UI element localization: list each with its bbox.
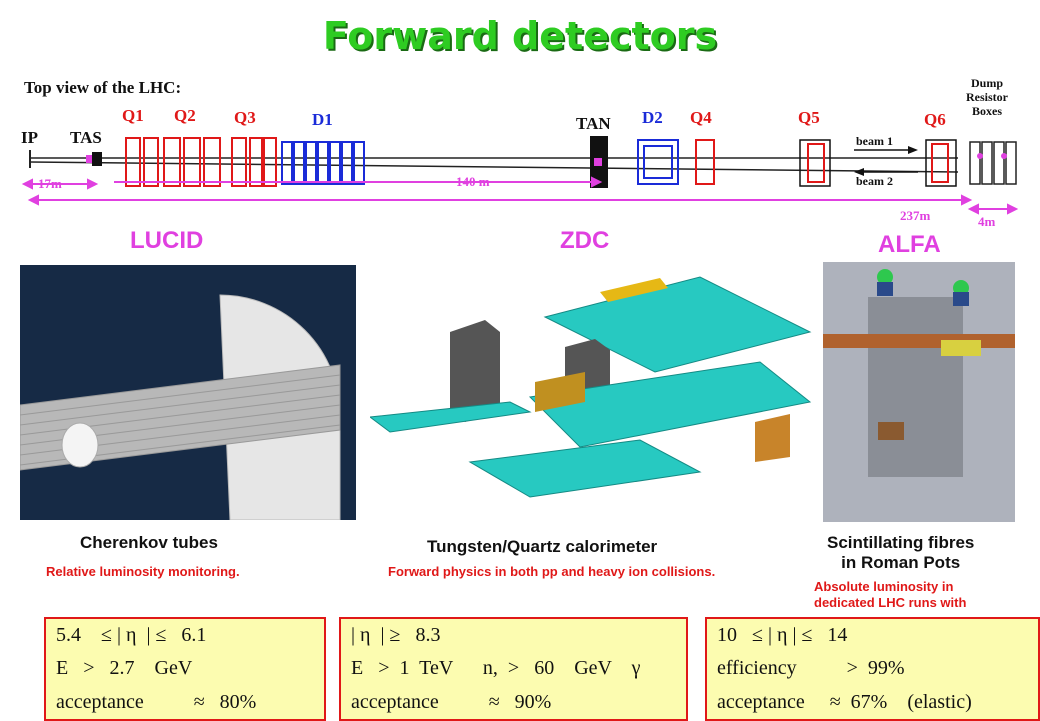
zdc-caption: Tungsten/Quartz calorimeter: [427, 537, 658, 556]
distance-17m: 17m: [38, 176, 62, 191]
page-title: Forward detectors: [322, 14, 718, 58]
q5-housing: [799, 139, 831, 187]
q6-label: Q6: [924, 110, 946, 129]
lhc-schematic-drawing: [21, 136, 1019, 215]
alfa-label: ALFA: [878, 231, 941, 258]
q5-quadrupole: [807, 143, 825, 183]
lucid-eta-range: 5.4 ≤ | η | ≤ 6.1: [56, 624, 207, 646]
q4-label: Q4: [690, 108, 712, 127]
lucid-caption: Cherenkov tubes: [80, 533, 218, 552]
tas-marker: [86, 155, 92, 163]
d1-dipoles: [281, 141, 365, 185]
beam-line-2: [29, 161, 959, 173]
alfa-acceptance: acceptance ≈ 67% (elastic): [717, 691, 972, 713]
d2-dipole: [637, 139, 679, 185]
lucid-subcaption: Relative luminosity monitoring.: [46, 564, 240, 579]
alfa-formula-box: 10 ≤ | η | ≤ 14 efficiency > 99% accepta…: [705, 617, 1040, 721]
alfa-subcaption: Absolute luminosity in dedicated LHC run…: [814, 579, 967, 610]
lucid-energy: E > 2.7 GeV: [56, 657, 193, 679]
d2-label: D2: [642, 108, 663, 127]
q3-label: Q3: [234, 108, 256, 127]
q2-label: Q2: [174, 106, 196, 125]
distance-237m: 237m: [900, 208, 931, 223]
zdc-formula-box: | η | ≥ 8.3 E > 1 TeV n, > 60 GeV γ acce…: [339, 617, 688, 721]
lucid-acceptance: acceptance ≈ 80%: [56, 691, 257, 713]
distance-4m: 4m: [978, 214, 996, 229]
distance-140m: 140 m: [456, 174, 490, 189]
alfa-caption: Scintillating fibres in Roman Pots: [827, 533, 975, 572]
tan-marker: [594, 158, 602, 166]
dump-resistor-boxes: [969, 141, 1017, 185]
q1-label: Q1: [122, 106, 144, 125]
lhc-schematic: Top view of the LHC: IP TAS Q1 Q2 Q3 D1 …: [18, 72, 1028, 262]
zdc-energy: E > 1 TeV n, > 60 GeV γ: [351, 657, 641, 679]
alfa-eta-range: 10 ≤ | η | ≤ 14: [717, 624, 848, 646]
zdc-image: [370, 262, 820, 517]
dump-label: Dump Resistor Boxes: [966, 76, 1008, 118]
alfa-image: [823, 262, 1015, 522]
lucid-label: LUCID: [130, 227, 204, 254]
tan-label: TAN: [576, 114, 611, 133]
alfa-efficiency: efficiency > 99%: [717, 657, 905, 679]
lucid-image: [20, 265, 356, 520]
triplet-quadrupoles: [125, 137, 277, 187]
zdc-subcaption: Forward physics in both pp and heavy ion…: [388, 564, 716, 579]
lucid-formula-box: 5.4 ≤ | η | ≤ 6.1 E > 2.7 GeV acceptance…: [44, 617, 326, 721]
tas-absorber: [92, 152, 102, 166]
schematic-heading: Top view of the LHC:: [24, 78, 182, 97]
ip-label: IP: [21, 128, 38, 147]
beam1-label: beam 1: [856, 134, 893, 148]
zdc-acceptance: acceptance ≈ 90%: [351, 691, 552, 713]
zdc-eta-range: | η | ≥ 8.3: [351, 624, 441, 646]
d1-label: D1: [312, 110, 333, 129]
beam2-label: beam 2: [856, 174, 893, 188]
distance-arrows: [21, 176, 1019, 215]
q6-housing: [925, 139, 957, 187]
q4-quadrupole: [695, 139, 715, 185]
q6-quadrupole: [931, 143, 949, 183]
zdc-label: ZDC: [560, 227, 610, 254]
q5-label: Q5: [798, 108, 820, 127]
tas-label: TAS: [70, 128, 102, 147]
